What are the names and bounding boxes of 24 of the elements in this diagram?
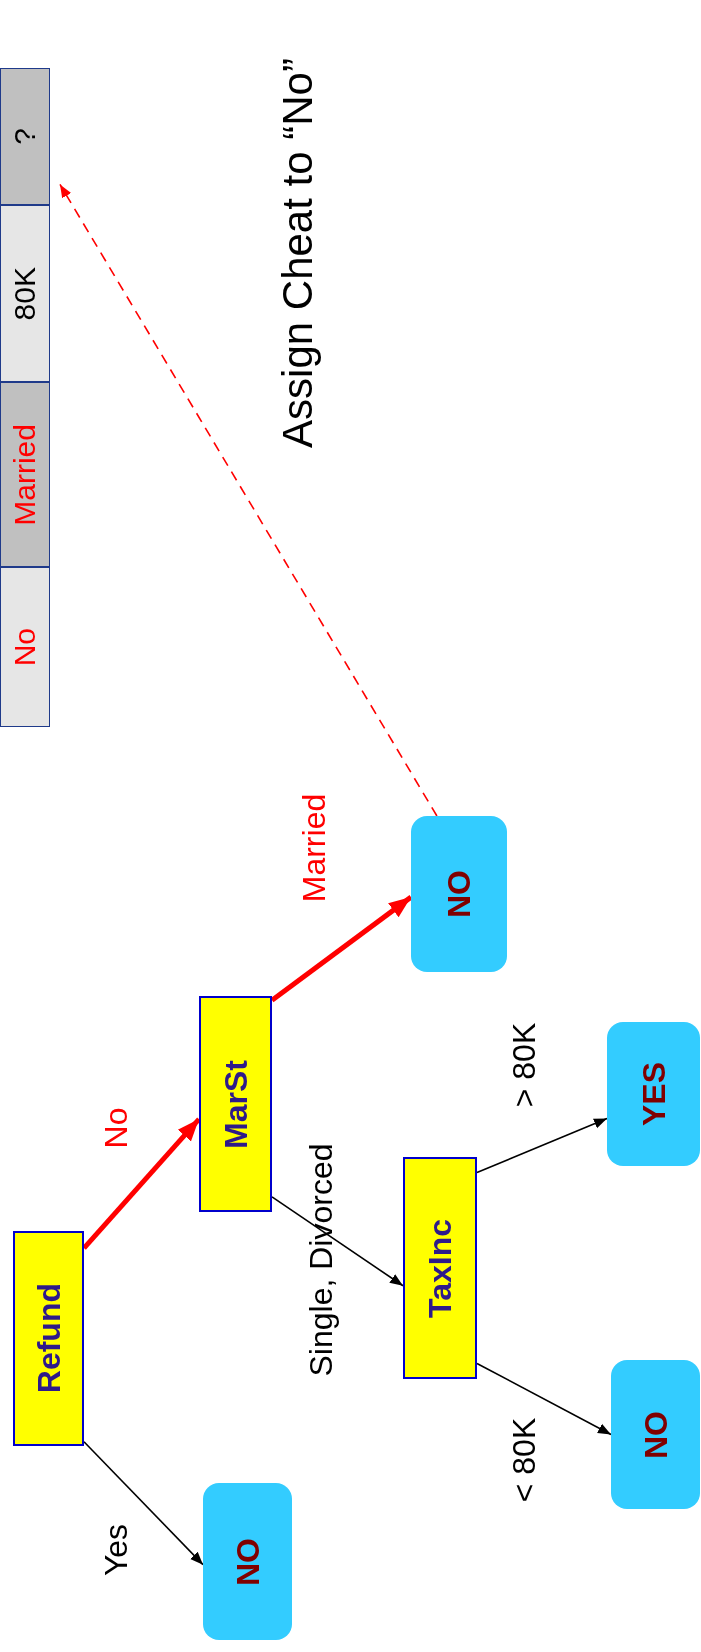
leaf-box: NO — [203, 1483, 292, 1640]
leaf-box: NO — [611, 1360, 700, 1509]
edge-label: > 80K — [508, 1022, 540, 1108]
decision-box: MarSt — [199, 996, 272, 1212]
edge-label: < 80K — [508, 1417, 540, 1503]
arrow — [271, 1196, 404, 1287]
edge-label: No — [100, 1107, 132, 1149]
decision-box: TaxInc — [403, 1157, 477, 1379]
edge-label: Single, Divorced — [305, 1143, 337, 1377]
note-text: Assign Cheat to “No” — [277, 58, 319, 448]
table-cell: ? — [0, 68, 50, 205]
edge-label: Married — [298, 793, 330, 903]
table-cell: No — [0, 567, 50, 727]
arrow — [83, 1440, 204, 1566]
table-cell: Married — [0, 382, 50, 567]
leaf-box: NO — [411, 816, 507, 972]
arrow — [270, 895, 413, 1003]
arrow — [476, 1362, 612, 1436]
arrow — [59, 183, 438, 817]
table-cell: 80K — [0, 205, 50, 382]
arrow — [476, 1117, 608, 1174]
leaf-box: YES — [607, 1022, 700, 1166]
edge-label: Yes — [100, 1523, 132, 1577]
decision-box: Refund — [13, 1231, 84, 1446]
